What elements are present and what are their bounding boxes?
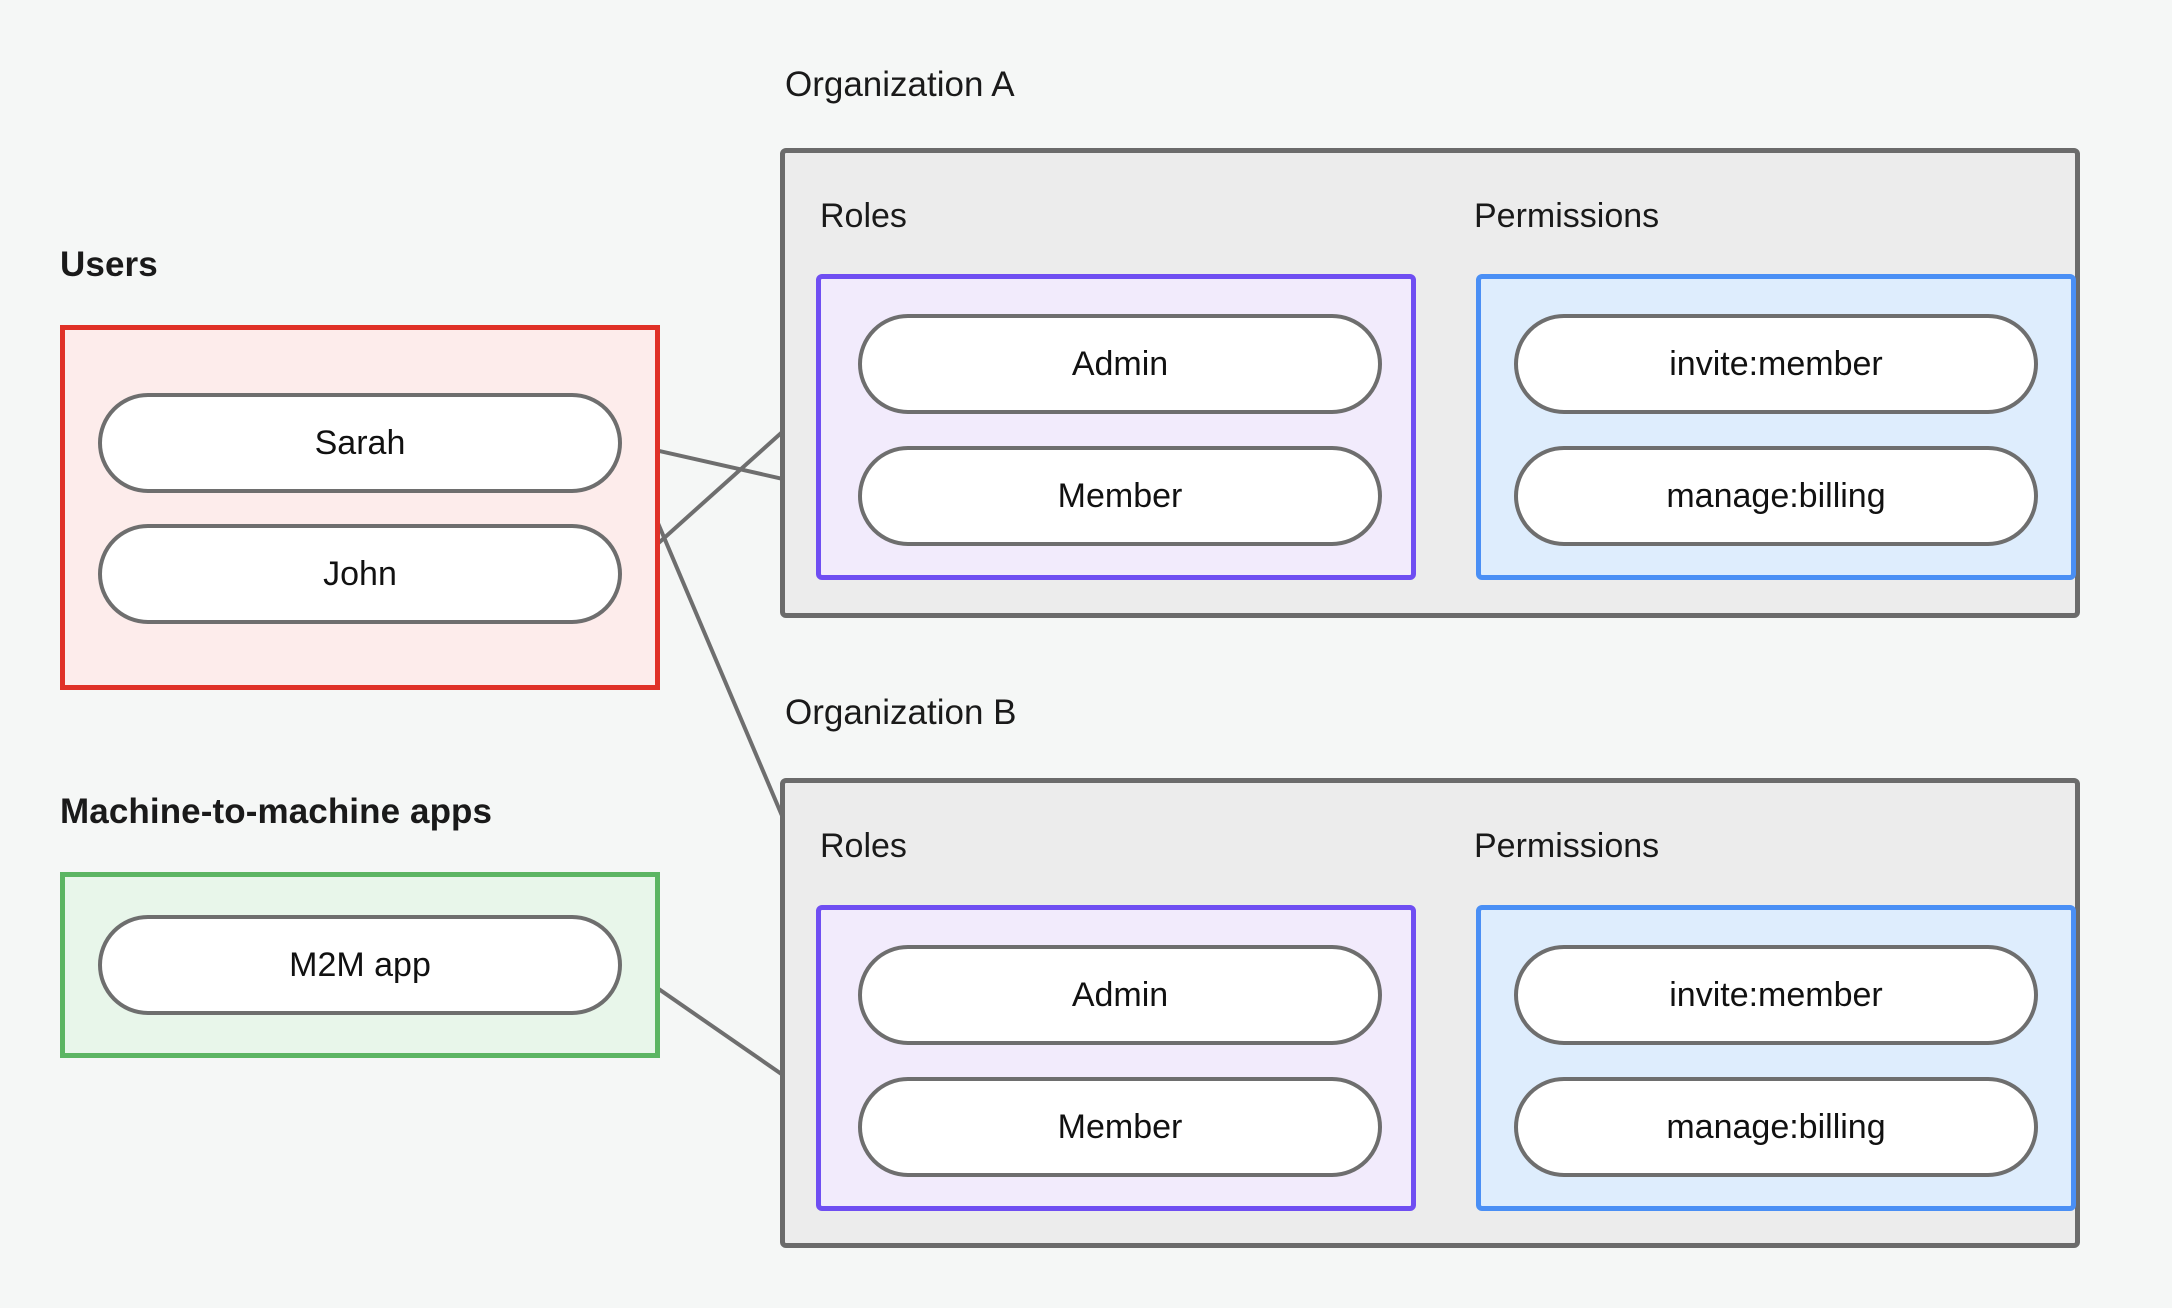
- node-m2m-app[interactable]: M2M app: [98, 915, 622, 1015]
- m2m-group-label: Machine-to-machine apps: [60, 792, 493, 831]
- node-user-john[interactable]: John: [98, 524, 622, 624]
- org-a-permissions-label: Permissions: [1474, 197, 1660, 235]
- node-org-b-permission-invite-member[interactable]: invite:member: [1514, 945, 2038, 1045]
- users-group-label: Users: [60, 245, 158, 284]
- org-a-roles-label: Roles: [820, 197, 907, 235]
- node-org-b-role-member[interactable]: Member: [858, 1077, 1382, 1177]
- node-org-a-permission-invite-member[interactable]: invite:member: [1514, 314, 2038, 414]
- node-org-a-role-member[interactable]: Member: [858, 446, 1382, 546]
- node-org-b-permission-manage-billing[interactable]: manage:billing: [1514, 1077, 2038, 1177]
- org-a-label: Organization A: [785, 65, 1015, 104]
- org-b-roles-label: Roles: [820, 827, 907, 865]
- node-org-a-permission-manage-billing[interactable]: manage:billing: [1514, 446, 2038, 546]
- org-b-permissions-label: Permissions: [1474, 827, 1660, 865]
- node-org-b-role-admin[interactable]: Admin: [858, 945, 1382, 1045]
- node-user-sarah[interactable]: Sarah: [98, 393, 622, 493]
- org-b-label: Organization B: [785, 693, 1017, 732]
- node-org-a-role-admin[interactable]: Admin: [858, 314, 1382, 414]
- users-container: [60, 325, 660, 690]
